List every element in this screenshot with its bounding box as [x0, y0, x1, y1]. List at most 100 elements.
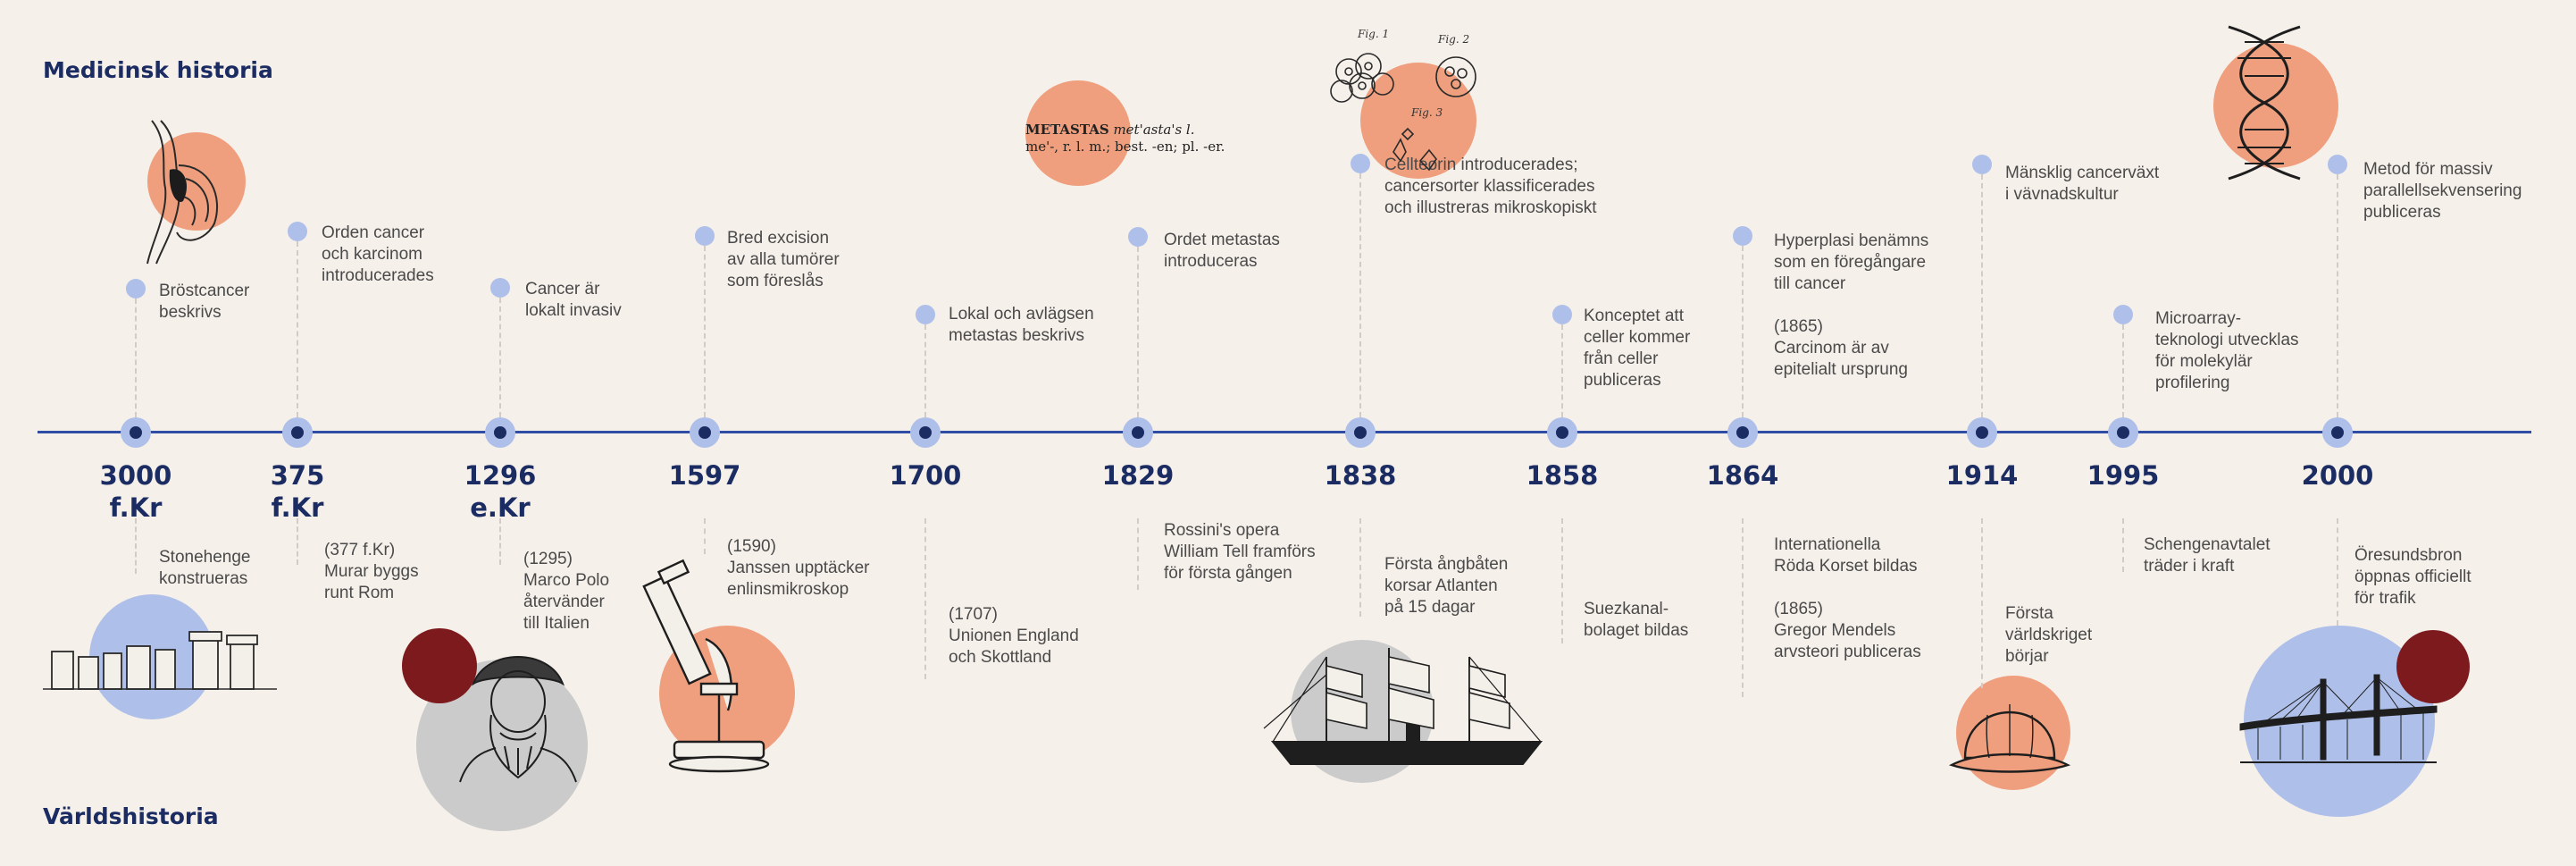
medical-event-marker[interactable]: [2328, 155, 2347, 174]
medical-connector: [1359, 173, 1361, 417]
medical-event-marker[interactable]: [1128, 227, 1148, 247]
label-line: Konceptet att: [1584, 307, 1684, 325]
timeline-node[interactable]: [1123, 417, 1153, 448]
label-line: enlinsmikroskop: [727, 580, 849, 599]
medical-connector: [1981, 174, 1983, 417]
medical-connector: [297, 241, 298, 417]
label-line: Carcinom är av: [1774, 339, 1889, 357]
year-label: 2000: [2301, 460, 2374, 491]
label-line: Ordet metastas: [1164, 231, 1280, 249]
label-line: (1590): [727, 537, 776, 556]
figure-label: Fig. 1: [1357, 28, 1389, 40]
label-line: för molekylär: [2155, 352, 2253, 371]
dictionary-pronunciation: met'asta's l.: [1113, 122, 1195, 138]
world-connector: [499, 518, 501, 565]
timeline-node[interactable]: [121, 417, 151, 448]
timeline-node[interactable]: [485, 417, 515, 448]
helmet-icon: [1948, 704, 2071, 773]
timeline-node[interactable]: [1345, 417, 1376, 448]
year-label: 1296 e.Kr: [464, 460, 537, 523]
label-line: Mänsklig cancerväxt: [2005, 164, 2160, 182]
label-line: öppnas officiellt: [2354, 568, 2471, 586]
label-line: arvsteori publiceras: [1774, 643, 1921, 661]
medical-event-marker[interactable]: [1733, 226, 1752, 246]
label-line: (377 f.Kr): [324, 541, 396, 559]
medical-event-marker[interactable]: [126, 279, 146, 298]
timeline-node[interactable]: [1547, 417, 1577, 448]
label-line: lokalt invasiv: [525, 301, 622, 320]
label-line: Internationella: [1774, 535, 1881, 554]
label-line: Unionen England: [949, 626, 1079, 645]
medical-event-marker[interactable]: [288, 222, 307, 241]
label-line: celler kommer: [1584, 328, 1691, 347]
label-line: Metod för massiv: [2363, 160, 2493, 179]
label-line: publiceras: [1584, 371, 1661, 390]
medical-event-marker[interactable]: [916, 305, 935, 324]
medical-event-marker[interactable]: [1552, 305, 1572, 324]
year-label: 1858: [1526, 460, 1599, 491]
label-line: Rossini's opera: [1164, 521, 1280, 540]
decor-circle: [2396, 630, 2470, 703]
timeline-node[interactable]: [910, 417, 941, 448]
label-line: till cancer: [1774, 274, 1846, 293]
medical-connector: [704, 246, 706, 417]
medical-event-marker[interactable]: [1351, 154, 1370, 173]
label-line: Gregor Mendels: [1774, 621, 1896, 640]
label-line: från celler: [1584, 349, 1659, 368]
label-line: introduceras: [1164, 252, 1258, 271]
world-event-label: Suezkanal-bolaget bildas: [1584, 599, 1688, 642]
timeline-node[interactable]: [2108, 417, 2138, 448]
dictionary-entry: METASTAS met'asta's l. me'-, r. l. m.; b…: [1025, 122, 1225, 156]
timeline-node[interactable]: [690, 417, 720, 448]
world-connector: [297, 518, 298, 565]
timeline-node[interactable]: [1967, 417, 1997, 448]
medical-event-marker[interactable]: [490, 278, 510, 298]
timeline-node[interactable]: [1727, 417, 1758, 448]
label-line: som en föregångare: [1774, 253, 1927, 272]
label-line: korsar Atlanten: [1384, 576, 1498, 595]
medical-connector: [1742, 246, 1744, 417]
label-line: Janssen upptäcker: [727, 559, 870, 577]
medical-connector: [499, 298, 501, 417]
label-line: beskrivs: [159, 303, 222, 322]
world-event-label: (1590) Janssen upptäcker enlinsmikroskop: [727, 536, 870, 601]
year-label: 375 f.Kr: [270, 460, 325, 523]
label-line: [1774, 577, 1921, 599]
label-line: Cellteorin introducerades;: [1384, 156, 1578, 174]
medical-event-marker[interactable]: [695, 226, 715, 246]
world-connector: [2122, 518, 2124, 572]
label-line: Hyperplasi benämns: [1774, 231, 1929, 250]
label-line: Lokal och avlägsen: [949, 305, 1094, 324]
label-line: Schengenavtalet: [2144, 535, 2271, 554]
world-connector: [1742, 518, 1744, 697]
label-line: [1774, 295, 1928, 316]
medical-connector: [1561, 324, 1563, 417]
label-line: Bröstcancer: [159, 282, 250, 300]
medical-event-label: Cancer är lokalt invasiv: [525, 279, 622, 322]
label-line: teknologi utvecklas: [2155, 331, 2299, 349]
world-connector: [1981, 518, 1983, 688]
label-line: (1295): [523, 550, 573, 568]
oresund-bridge-icon: [2239, 674, 2438, 763]
timeline-node[interactable]: [282, 417, 313, 448]
medical-connector: [2122, 324, 2124, 417]
medical-event-label: Cellteorin introducerades;cancersorter k…: [1384, 155, 1597, 219]
decor-circle: [1025, 80, 1131, 186]
timeline-axis: [38, 431, 2531, 433]
medical-event-label: Bröstcancer beskrivs: [159, 281, 249, 324]
medical-event-marker[interactable]: [2113, 305, 2133, 324]
timeline-node[interactable]: [2322, 417, 2353, 448]
year-label: 1829: [1101, 460, 1175, 491]
figure-label: Fig. 2: [1437, 33, 1469, 46]
medical-event-marker[interactable]: [1972, 155, 1992, 174]
cell-drawing-icon: Fig. 1 Fig. 2 Fig. 3: [1330, 28, 1476, 172]
label-line: Cancer är: [525, 280, 600, 298]
breast-anatomy-icon: [146, 120, 219, 265]
figure-label: Fig. 3: [1410, 106, 1443, 119]
